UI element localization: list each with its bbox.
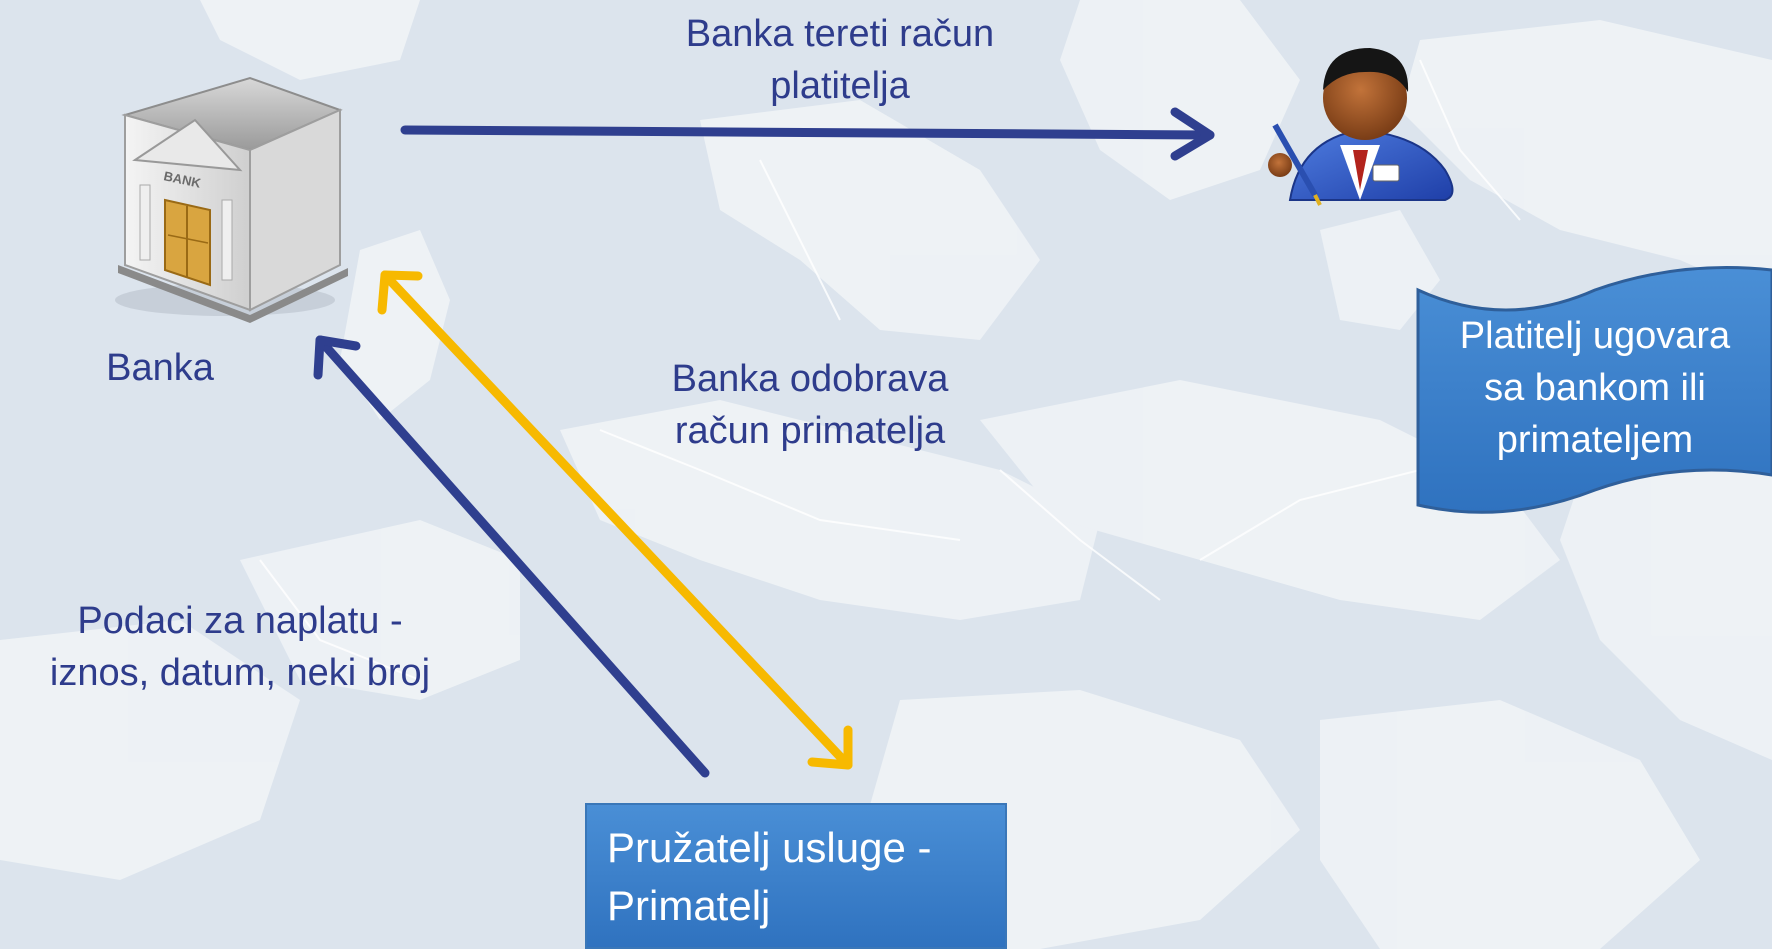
note-scroll-shape: [1416, 266, 1772, 514]
data-arrow: [313, 335, 710, 778]
data-label: Podaci za naplatu - iznos, datum, neki b…: [0, 595, 480, 699]
note-text: Platitelj ugovara sa bankom ili primatel…: [1418, 310, 1772, 466]
note-line-3: primateljem: [1496, 419, 1694, 461]
debit-label-line-1: Banka tereti račun: [685, 13, 995, 55]
provider-box: Pružatelj usluge - Primatelj: [585, 803, 1007, 949]
credit-double-arrow: [377, 270, 853, 770]
credit-label-line-2: račun primatelja: [674, 410, 946, 452]
credit-label-line-1: Banka odobrava: [671, 358, 949, 400]
debit-label: Banka tereti račun platitelja: [610, 8, 1070, 112]
businessman-icon: [1268, 48, 1454, 206]
bank-building-icon: BANK: [115, 76, 348, 323]
bank-label: Banka: [106, 347, 214, 389]
provider-label-line-1: Pružatelj usluge -: [607, 824, 932, 871]
provider-label-line-2: Primatelj: [607, 882, 771, 929]
debit-arrow: [400, 107, 1215, 161]
credit-label: Banka odobrava račun primatelja: [580, 353, 1040, 457]
note-line-1: Platitelj ugovara: [1459, 315, 1731, 357]
data-label-line-1: Podaci za naplatu -: [77, 600, 403, 642]
note-line-2: sa bankom ili: [1484, 367, 1706, 409]
debit-label-line-2: platitelja: [770, 65, 910, 107]
data-label-line-2: iznos, datum, neki broj: [49, 652, 431, 694]
